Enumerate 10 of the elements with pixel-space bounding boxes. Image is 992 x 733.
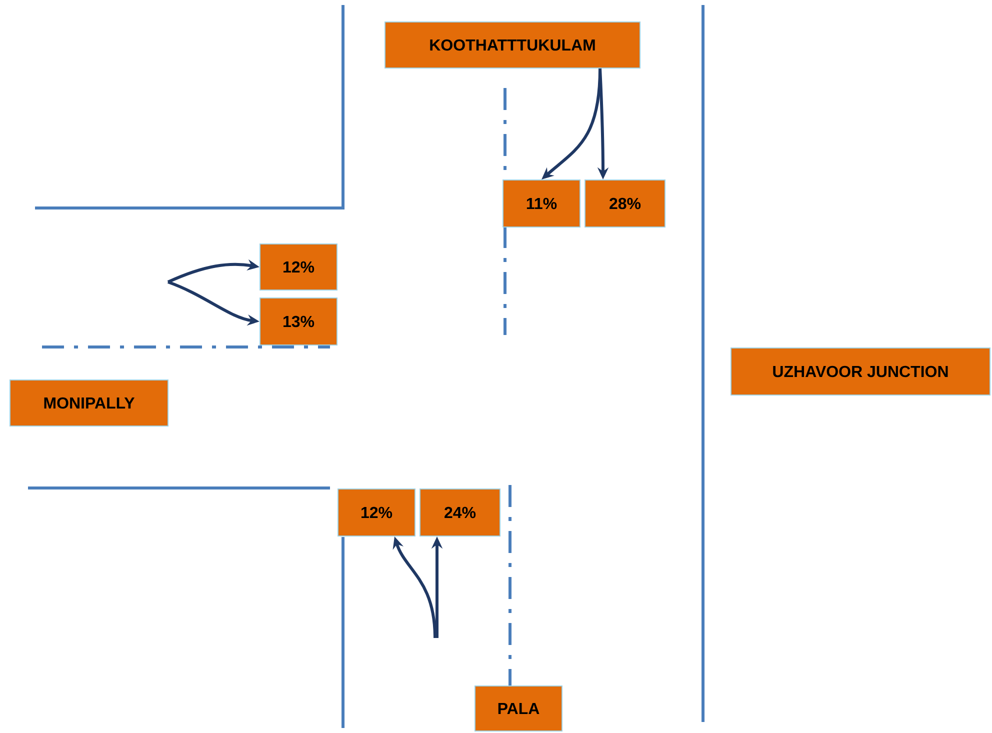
- percentage-box: 24%: [420, 488, 500, 536]
- place-label-box: UZHAVOOR JUNCTION: [730, 348, 991, 396]
- percentage-box: 12%: [260, 244, 338, 290]
- percentage-box: 11%: [502, 180, 580, 228]
- place-label-box: MONIPALLY: [10, 380, 168, 426]
- percentage-box: 12%: [338, 488, 416, 536]
- place-label-box: KOOTHATTTUKULAM: [384, 22, 640, 68]
- percentage-box: 13%: [260, 298, 338, 346]
- percentage-box: 28%: [584, 180, 666, 228]
- place-label-box: PALA: [474, 686, 562, 732]
